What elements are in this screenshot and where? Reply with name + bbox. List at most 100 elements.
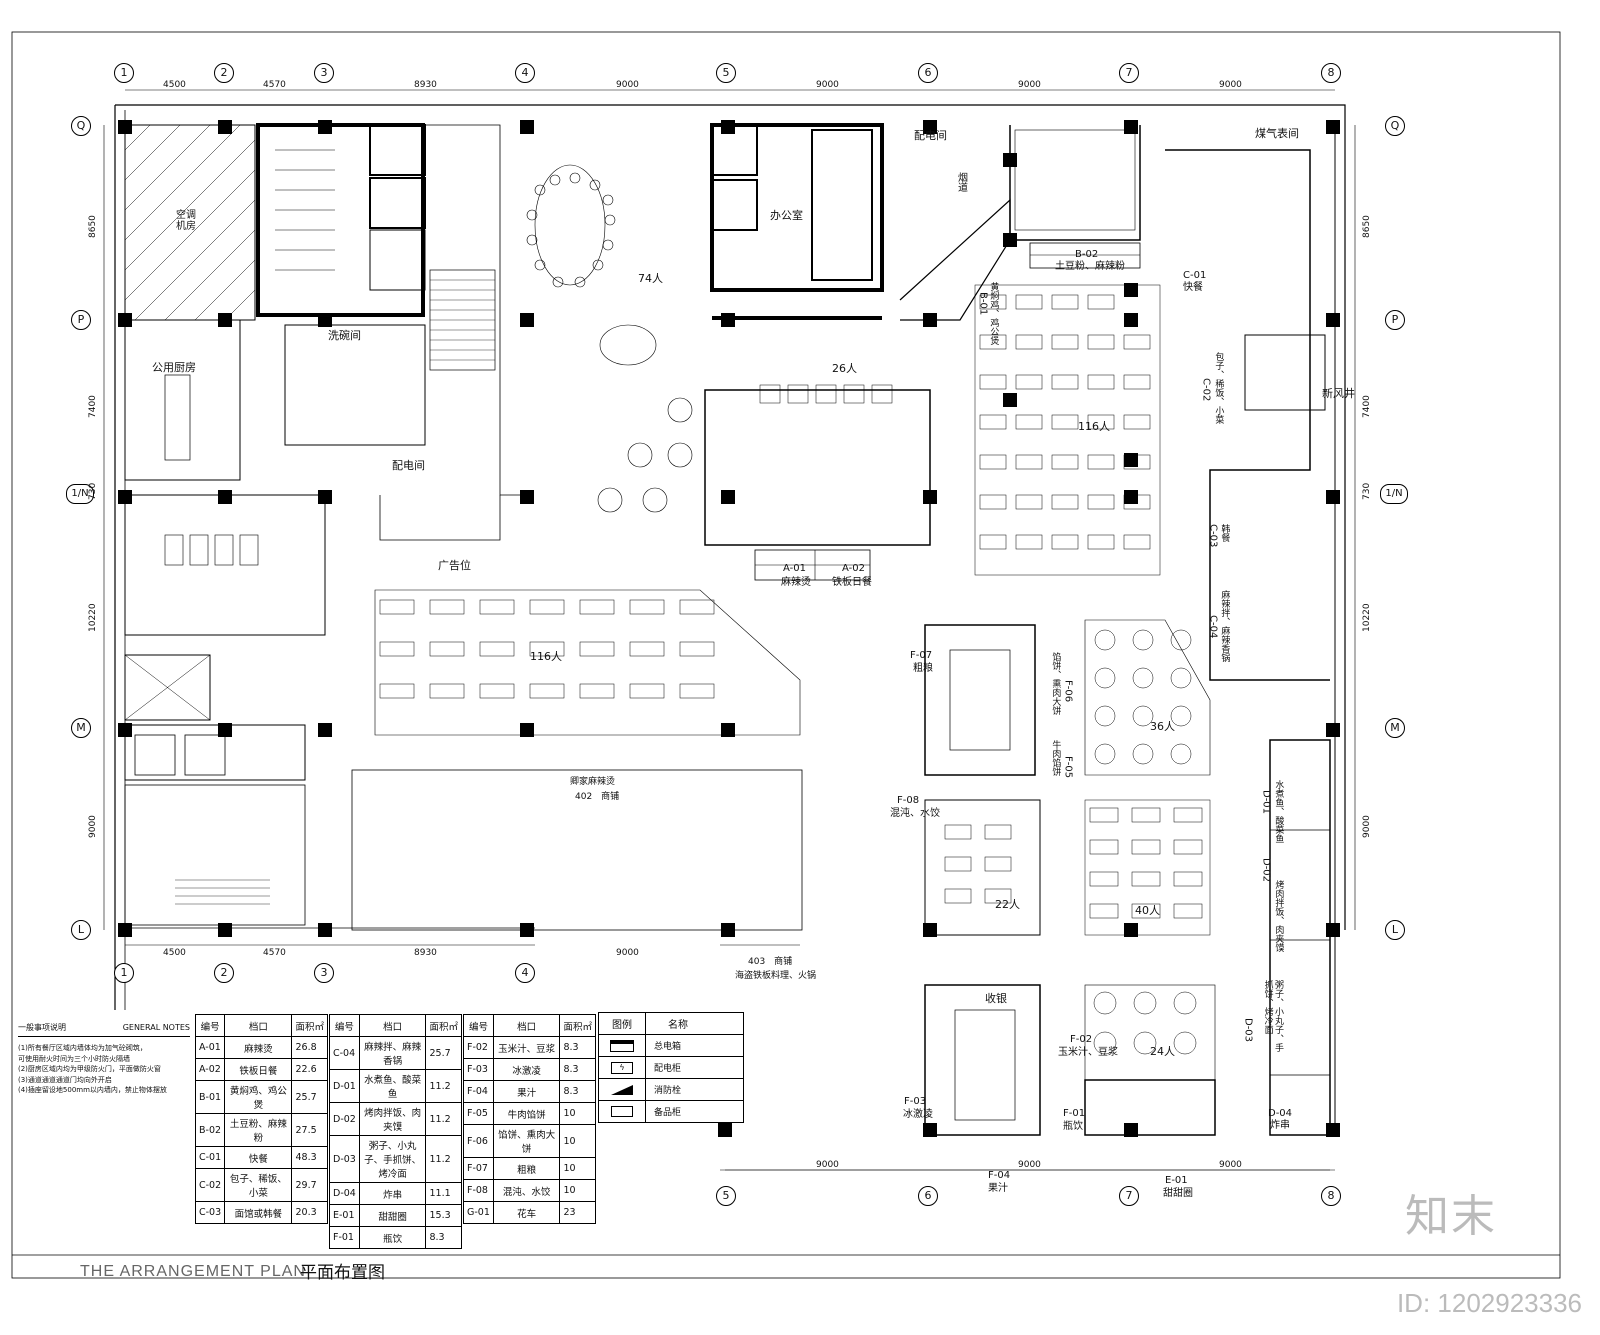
stall-f04-name: 果汁	[988, 1183, 1008, 1194]
structural-column	[923, 490, 937, 504]
schedule-header-row: 编号档口面积㎡	[329, 1014, 462, 1037]
dining-table	[1173, 839, 1203, 855]
dim-2-3: 4570	[263, 80, 286, 90]
grid-row-m: M	[71, 718, 91, 738]
dining-table	[579, 599, 615, 615]
schedule-header-row: 编号档口面积㎡	[463, 1014, 596, 1037]
legend-item: 消防栓	[654, 1086, 682, 1096]
dining-table	[984, 856, 1012, 872]
structural-column	[721, 120, 735, 134]
schedule-cell: 8.3	[559, 1058, 596, 1081]
bar-table	[759, 384, 781, 404]
structural-column	[520, 120, 534, 134]
structural-column	[318, 120, 332, 134]
dim-6-7: 9000	[1018, 80, 1041, 90]
dining-table	[1015, 334, 1043, 350]
dining-table	[429, 683, 465, 699]
dining-table	[479, 641, 515, 657]
notes-line: 可使用耐火时间为三个小时防火隔墙	[18, 1054, 130, 1063]
schedule-cell: 甜甜圈	[358, 1204, 427, 1227]
stall-b01-name: 黄焖鸡、鸡公煲	[988, 282, 999, 345]
structural-column	[1124, 313, 1138, 327]
schedule-cell: 烤肉拌饭、肉夹馍	[358, 1102, 427, 1136]
stall-c02-name: 包子、稀饭、小菜	[1213, 352, 1224, 424]
round-table	[1133, 991, 1157, 1015]
stall-d01-name: 水煮鱼、酸菜鱼	[1273, 780, 1284, 843]
dining-table	[1051, 534, 1079, 550]
structural-column	[1124, 283, 1138, 297]
round-table	[1094, 743, 1116, 765]
schedule-cell: 面馆或韩餐	[224, 1201, 293, 1224]
schedule-cell: B-02	[194, 1113, 226, 1147]
round-table	[1132, 667, 1154, 689]
seat-count-116-lower: 116人	[530, 650, 562, 663]
structural-column	[218, 490, 232, 504]
schedule-cell: F-07	[463, 1157, 494, 1180]
structural-column	[118, 120, 132, 134]
structural-column	[218, 923, 232, 937]
stall-f07-code: F-07	[910, 650, 933, 661]
dining-table	[979, 414, 1007, 430]
schedule-cell: 10	[559, 1179, 596, 1202]
general-notes: 一般事项说明 GENERAL NOTES (1)所有餐厅区域内墙体均为加气砼砌筑…	[18, 1022, 190, 1096]
grid-row-m-right: M	[1385, 718, 1405, 738]
structural-column	[721, 723, 735, 737]
dining-table	[979, 534, 1007, 550]
seat-count-22: 22人	[995, 898, 1020, 911]
schedule-cell: C-02	[194, 1168, 226, 1202]
dining-table	[1051, 494, 1079, 510]
grid-row-n-right: 1/N	[1380, 484, 1408, 504]
structural-column	[1003, 393, 1017, 407]
structural-column	[1124, 923, 1138, 937]
dining-table	[1173, 807, 1203, 823]
schedule-cell: 果汁	[492, 1080, 561, 1103]
schedule-cell: 8.3	[559, 1036, 596, 1059]
dining-table	[1015, 294, 1043, 310]
structural-column	[1326, 923, 1340, 937]
grid-col-6-bottom: 6	[918, 1186, 938, 1206]
dining-table	[429, 641, 465, 657]
grid-row-p-right: P	[1385, 310, 1405, 330]
stall-c04-name: 麻辣拌、麻辣香锅	[1219, 590, 1230, 662]
dining-table	[679, 599, 715, 615]
dining-table	[1015, 494, 1043, 510]
schedule-cell: 混沌、水饺	[492, 1179, 561, 1202]
seat-count-26: 26人	[832, 362, 857, 375]
grid-col-8-bottom: 8	[1321, 1186, 1341, 1206]
stall-f02-name: 玉米汁、豆浆	[1058, 1047, 1118, 1058]
dim-1-2-bottom: 4500	[163, 948, 186, 958]
plan-title-en: THE ARRANGEMENT PLAN	[80, 1263, 306, 1280]
dim-sub: 730	[88, 482, 98, 500]
bar-table	[843, 384, 865, 404]
stall-f01-name: 瓶饮	[1063, 1121, 1083, 1132]
grid-col-3-bottom: 3	[314, 963, 334, 983]
hydrant-icon	[611, 1084, 633, 1095]
schedule-cell: 牛肉馅饼	[492, 1102, 561, 1125]
bar-table	[871, 384, 893, 404]
schedule-cell: E-01	[329, 1204, 360, 1227]
dining-table	[1015, 534, 1043, 550]
schedule-cell: 麻辣烫	[224, 1036, 293, 1059]
notes-line: (1)所有餐厅区域内墙体均为加气砼砌筑，	[18, 1044, 147, 1052]
smoke-room-label: 烟道	[955, 172, 967, 192]
schedule-cell: 包子、稀饭、小菜	[224, 1168, 293, 1202]
seat-count-116-upper: 116人	[1078, 420, 1110, 433]
dining-table	[979, 374, 1007, 390]
schedule-cell: F-06	[463, 1124, 494, 1158]
notes-title-cn: 一般事项说明	[18, 1023, 66, 1032]
structural-column	[520, 490, 534, 504]
schedule-header-cell: 档口	[224, 1014, 293, 1037]
grid-col-8: 8	[1321, 63, 1341, 83]
dining-table	[1051, 414, 1079, 430]
seat-count-40: 40人	[1135, 904, 1160, 917]
dining-table	[629, 599, 665, 615]
round-table	[1170, 705, 1192, 727]
schedule-cell: 馅饼、熏肉大饼	[492, 1124, 561, 1158]
power-room2-label: 配电间	[914, 129, 947, 142]
legend-item: 总电箱	[654, 1042, 682, 1052]
